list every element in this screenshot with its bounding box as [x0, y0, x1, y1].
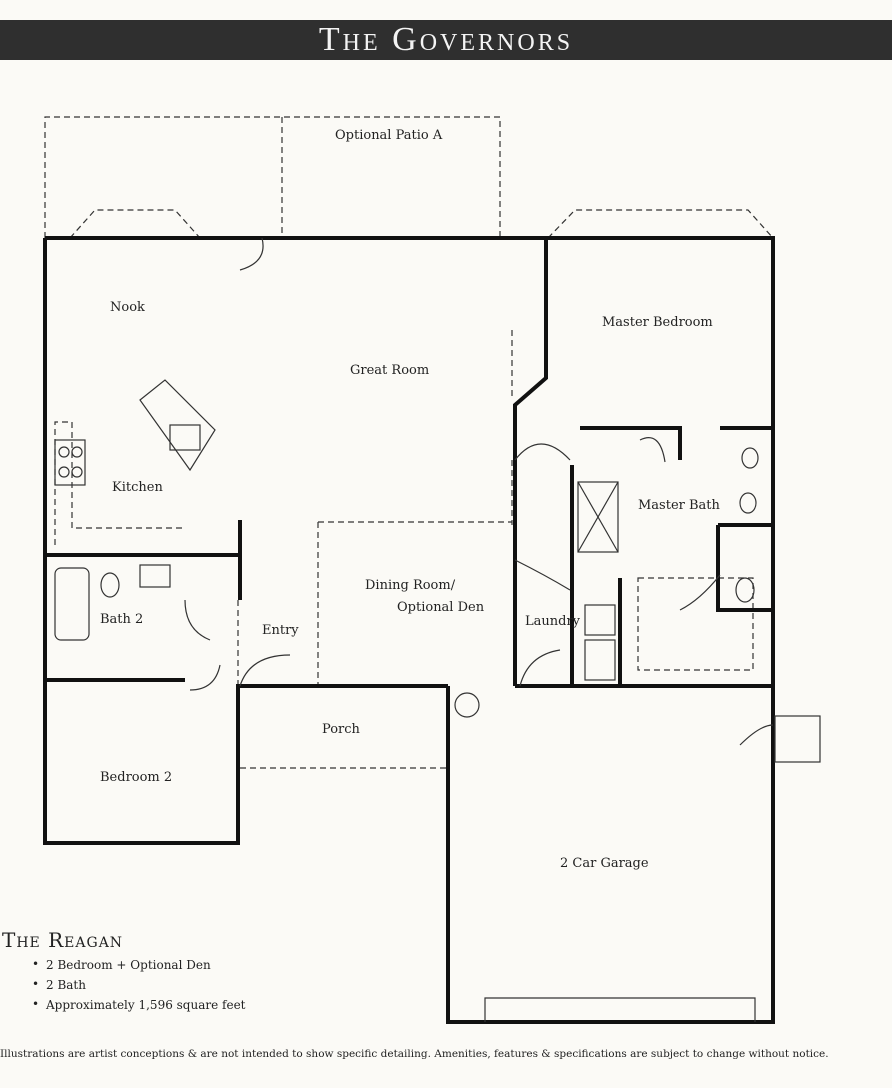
- feature-item: 2 Bedroom + Optional Den: [32, 957, 380, 972]
- burner: [71, 446, 83, 458]
- burner: [58, 466, 70, 478]
- fixtures: [54, 379, 821, 1022]
- bath2-door-swing: [184, 599, 211, 641]
- bedroom-door-swing: [514, 443, 571, 461]
- optional-patio-outline: [44, 116, 501, 238]
- room-label-dining-den: Optional Den: [397, 600, 485, 615]
- disclaimer: Illustrations are artist conceptions & a…: [0, 1048, 829, 1060]
- top-right-exterior: [45, 236, 775, 760]
- bedroom2-door-swing: [189, 664, 221, 691]
- room-label-entry: Entry: [262, 623, 299, 638]
- bath-door-swing: [639, 437, 666, 463]
- stove: [54, 439, 86, 486]
- room-label-nook: Nook: [110, 300, 145, 315]
- room-label-patio: Optional Patio A: [335, 128, 443, 143]
- garage-door: [484, 997, 756, 1022]
- garage-door-swing: [739, 724, 774, 746]
- laundry-door-swing: [519, 649, 561, 687]
- bath2-sink: [139, 564, 171, 588]
- master-sink: [741, 447, 759, 469]
- bathtub: [54, 567, 90, 641]
- room-label-kitchen: Kitchen: [112, 480, 163, 495]
- closet-door-swing: [679, 574, 721, 611]
- title-banner: The Governors: [0, 20, 892, 60]
- shower-x: [577, 481, 619, 553]
- room-label-porch: Porch: [322, 722, 360, 737]
- entry-door-swing: [239, 654, 291, 687]
- room-label-dining: Dining Room/: [365, 578, 456, 593]
- laundry-sink: [584, 604, 616, 636]
- kitchen-island: [139, 379, 216, 472]
- washer-dryer: [584, 639, 616, 681]
- burner: [58, 446, 70, 458]
- room-label-bedroom2: Bedroom 2: [100, 770, 173, 785]
- shower: [577, 481, 619, 553]
- room-label-master-bedroom: Master Bedroom: [602, 315, 713, 330]
- toilet-room: [716, 525, 773, 612]
- master-bath-top: [580, 426, 682, 460]
- room-label-great-room: Great Room: [350, 363, 430, 378]
- model-name: The Reagan: [2, 928, 124, 952]
- model-info: The Reagan 2 Bedroom + Optional Den 2 Ba…: [0, 928, 380, 1018]
- room-label-garage: 2 Car Garage: [560, 856, 649, 871]
- closet-outline: [637, 577, 754, 671]
- master-sink: [739, 492, 757, 514]
- hall-door-swing: [514, 559, 571, 591]
- bedroom-bay-window: [547, 209, 774, 239]
- garage-exterior: [446, 686, 775, 1024]
- optional-outlines: [44, 116, 774, 769]
- burner: [71, 466, 83, 478]
- master-toilet: [735, 577, 755, 603]
- feature-item: 2 Bath: [32, 977, 380, 992]
- door-swings: [184, 237, 774, 746]
- garage-service-door: [774, 715, 821, 763]
- bedroom-wall: [513, 238, 548, 686]
- nook-bay-window: [69, 209, 201, 239]
- water-heater: [454, 692, 480, 718]
- kitchen-sink: [169, 424, 201, 451]
- feature-list: 2 Bedroom + Optional Den 2 Bath Approxim…: [0, 957, 380, 1012]
- room-label-bath2: Bath 2: [100, 612, 144, 627]
- patio-door-swing: [239, 237, 264, 271]
- toilet: [100, 572, 120, 598]
- plan-title: The Governors: [318, 21, 574, 58]
- room-label-laundry: Laundry: [525, 614, 581, 629]
- left-exterior: [43, 238, 448, 845]
- feature-item: Approximately 1,596 square feet: [32, 997, 380, 1012]
- room-label-master-bath: Master Bath: [638, 498, 720, 513]
- walls: [43, 236, 775, 1024]
